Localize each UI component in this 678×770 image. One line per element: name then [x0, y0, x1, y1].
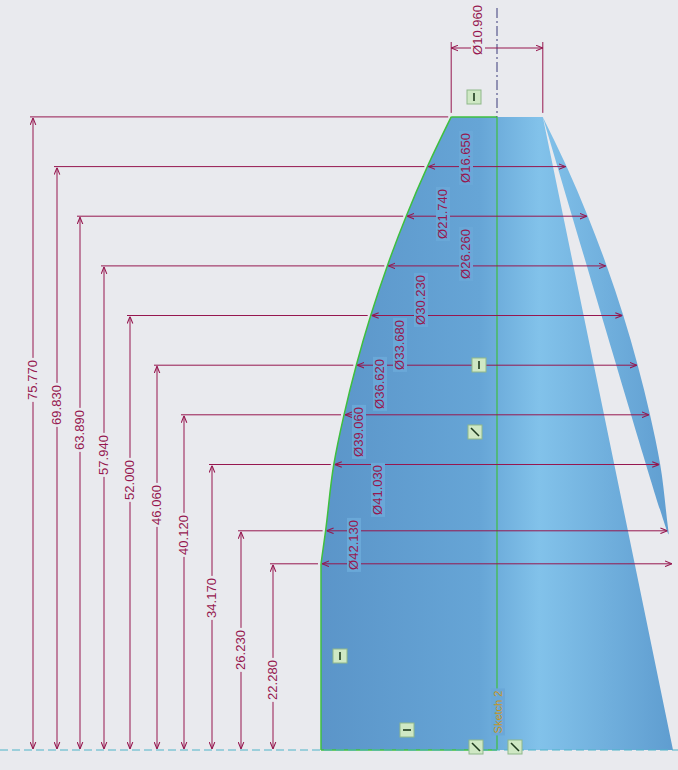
diameter-dimension: Ø42.130: [347, 518, 361, 572]
extension-line: [54, 166, 424, 167]
diameter-dimension: Ø33.680: [393, 318, 407, 372]
dimension-line: [345, 414, 649, 415]
dimension-line: [407, 216, 587, 217]
diameter-dimension: Ø30.230: [414, 273, 428, 327]
axis-line: [496, 117, 497, 750]
height-dimension: 22.280: [266, 658, 280, 702]
height-dimension: 26.230: [234, 628, 248, 672]
diameter-dimension: Ø41.030: [371, 463, 385, 517]
extension-line: [181, 414, 341, 415]
extension-line: [209, 464, 331, 465]
constraint-icon: [333, 649, 347, 663]
diameter-dimension: Ø39.060: [352, 405, 366, 459]
centerline: [497, 8, 498, 117]
profile-line: [451, 116, 497, 118]
dimension-line: [104, 267, 105, 749]
height-dimension: 69.830: [50, 383, 64, 427]
dimension-line: [273, 565, 274, 749]
constraint-icon: [467, 90, 481, 104]
dimension-line: [184, 416, 185, 749]
extension-line: [30, 116, 448, 117]
profile-line: [320, 564, 322, 750]
dimension-line: [451, 48, 543, 49]
height-dimension: 75.770: [26, 358, 40, 402]
dimension-line: [428, 166, 565, 167]
dimension-line: [33, 118, 34, 749]
height-dimension: 63.890: [73, 408, 87, 452]
dimension-line: [57, 168, 58, 749]
extension-line: [77, 216, 403, 217]
dimension-line: [327, 530, 668, 531]
constraint-icon: [469, 740, 483, 754]
cone-body: [321, 117, 673, 750]
dimension-line: [130, 317, 131, 750]
dimension-line: [388, 265, 605, 266]
diameter-dimension: Ø36.620: [373, 357, 387, 411]
profile-curve: [321, 117, 451, 564]
constraint-icon: [400, 723, 414, 737]
extension-line: [238, 530, 323, 531]
diameter-dimension: Ø16.650: [459, 131, 473, 185]
height-dimension: 52.000: [123, 458, 137, 502]
diameter-dimension: Ø21.740: [436, 187, 450, 241]
constraint-icon: [472, 358, 486, 372]
extension-line: [154, 365, 353, 366]
diameter-dimension: Ø26.260: [459, 227, 473, 281]
base-line: [0, 750, 678, 751]
dimension-line: [157, 366, 158, 749]
extension-line: [451, 42, 452, 113]
extension-line: [127, 315, 368, 316]
extension-line: [542, 42, 543, 113]
height-dimension: 34.170: [205, 576, 219, 620]
extension-line: [270, 563, 318, 564]
extension-line: [101, 265, 384, 266]
dimension-line: [322, 563, 672, 564]
constraint-icon: [468, 425, 482, 439]
height-dimension: 46.060: [150, 483, 164, 527]
height-dimension: 57.940: [97, 433, 111, 477]
dimension-line: [80, 217, 81, 749]
height-dimension: 40.120: [177, 513, 191, 557]
diameter-dimension: Ø10.960: [471, 3, 485, 57]
constraint-icon: [508, 740, 522, 754]
dimension-line: [372, 315, 623, 316]
sketch-name: Sketch 2: [491, 689, 505, 736]
